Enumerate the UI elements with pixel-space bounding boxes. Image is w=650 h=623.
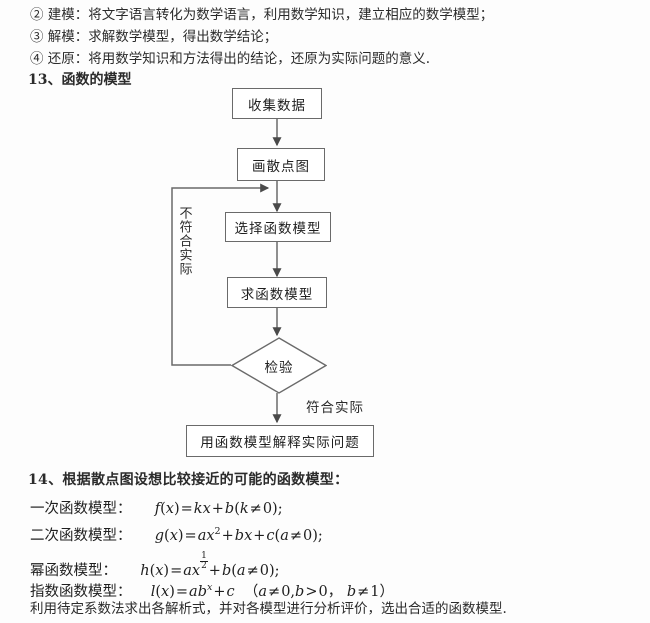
flow-node-solve: 求函数模型 xyxy=(227,277,327,308)
flow-node-choose: 选择函数模型 xyxy=(225,212,331,242)
formula-quadratic-expr: g(x)=ax2+bx+c(a≠0); xyxy=(154,526,323,544)
formula-linear-expr: f(x)=kx+b(k≠0); xyxy=(154,501,283,517)
formula-linear: 一次函数模型： f(x)=kx+b(k≠0); xyxy=(30,497,283,518)
formula-linear-label: 一次函数模型： xyxy=(30,501,132,517)
flow-node-collect: 收集数据 xyxy=(232,88,322,119)
formula-exponential-expr: l(x)=abx+c （a≠0,b>0， b≠1） xyxy=(150,582,395,600)
formula-quadratic: 二次函数模型： g(x)=ax2+bx+c(a≠0); xyxy=(30,524,323,545)
formula-exponential: 指数函数模型： l(x)=abx+c （a≠0,b>0， b≠1） xyxy=(30,580,394,601)
flow-node-check-label: 检验 xyxy=(264,359,294,376)
list-item-2: ② 建模：将文字语言转化为数学语言，利用数学知识，建立相应的数学模型； xyxy=(30,7,494,23)
flow-node-scatter: 画散点图 xyxy=(237,148,325,181)
formula-exponential-label: 指数函数模型： xyxy=(30,584,132,600)
edge-label-match: 符合实际 xyxy=(306,400,364,416)
closing-line: 利用待定系数法求出各解析式，并对各模型进行分析评价，选出合适的函数模型. xyxy=(30,601,507,617)
heading-13: 13、函数的模型 xyxy=(28,72,132,88)
formula-power-label: 幂函数模型： xyxy=(30,562,117,579)
list-item-3: ③ 解模：求解数学模型，得出数学结论； xyxy=(30,29,278,45)
list-item-4: ④ 还原：将用数学知识和方法得出的结论，还原为实际问题的意义. xyxy=(30,51,431,67)
formula-quadratic-label: 二次函数模型： xyxy=(30,528,132,544)
edge-label-no-match: 不符合实际 xyxy=(176,206,192,276)
heading-14: 14、根据散点图设想比较接近的可能的函数模型： xyxy=(28,472,349,488)
flow-node-explain: 用函数模型解释实际问题 xyxy=(186,425,374,457)
flow-node-check: 检验 xyxy=(231,337,327,394)
